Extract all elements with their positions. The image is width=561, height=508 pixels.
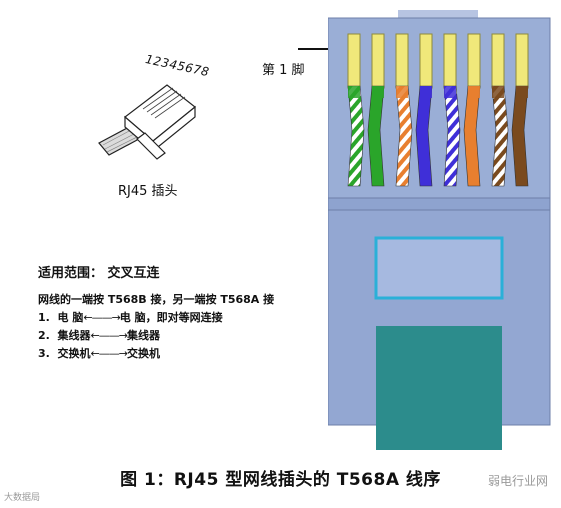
rj45-plug-sketch [98,84,196,160]
usage-description: 网线的一端按 T568B 接，另一端按 T568A 接 [38,293,275,306]
connection-row: 1. 电 脑←——→电 脑，即对等网连接 [38,311,223,324]
pin-contact [395,33,409,89]
pin-contact [515,33,529,89]
double-arrow-icon: ←——→ [90,329,128,342]
plug-housing [328,17,551,199]
wire-band [468,86,480,98]
double-arrow-icon: ←——→ [83,311,120,324]
wire-band [420,86,432,98]
wire-band [372,86,384,98]
connection-row: 3. 交换机←——→交换机 [38,347,160,360]
wire-band [396,86,408,98]
pin-contact [467,33,481,89]
wire-band [348,86,360,98]
cable-jacket [376,326,502,450]
plug-caption: RJ45 插头 [118,184,178,199]
pin-contact [371,33,385,89]
watermark-left: 大数据局 [4,493,41,503]
pin1-label: 第 1 脚 [262,63,305,78]
wire-band [516,86,528,98]
figure-caption: 图 1：RJ45 型网线插头的 T568A 线序 [120,470,441,490]
boot-window [374,236,504,300]
watermark-right: 弱电行业网 [488,474,549,488]
rj45-connector-diagram [328,10,551,450]
pin-contact [443,33,457,89]
double-arrow-icon: ←——→ [90,347,128,360]
connection-row: 2. 集线器←——→集线器 [38,329,160,342]
pin-contact [347,33,361,89]
wire-band [492,86,504,98]
wire-band [444,86,456,98]
usage-title: 适用范围： 交叉互连 [38,266,160,281]
wire-group [347,33,529,187]
pin-contact [419,33,433,89]
latch-tab [398,10,478,20]
pin-contact [491,33,505,89]
